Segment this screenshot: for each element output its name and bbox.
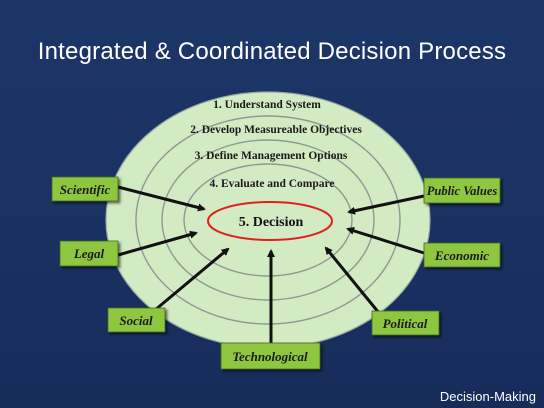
factor-box-economic: Economic xyxy=(423,242,501,268)
ring-4 xyxy=(183,163,353,277)
factor-label-scientific: Scientific xyxy=(60,182,111,197)
ring-label-understand: 1. Understand System xyxy=(213,99,321,111)
ring-label-objectives: 2. Develop Measureable Objectives xyxy=(190,124,362,136)
factor-box-political: Political xyxy=(371,310,440,336)
factor-box-public-values: Public Values xyxy=(423,177,501,204)
arrow-legal xyxy=(117,230,198,257)
arrow-political xyxy=(324,246,381,314)
factor-box-technological: Technological xyxy=(220,342,321,370)
ring-label-evaluate: 4. Evaluate and Compare xyxy=(209,178,334,190)
factor-box-scientific: Scientific xyxy=(51,176,119,202)
factor-label-economic: Economic xyxy=(434,248,489,263)
decision-label: 5. Decision xyxy=(239,215,304,230)
arrow-public-values xyxy=(347,194,425,215)
arrow-scientific xyxy=(117,185,206,212)
ring-2 xyxy=(135,115,401,325)
factor-box-legal: Legal xyxy=(59,240,119,267)
factor-label-social: Social xyxy=(119,313,153,328)
factor-label-legal: Legal xyxy=(73,246,105,261)
slide-title: Integrated & Coordinated Decision Proces… xyxy=(37,38,507,65)
arrow-social xyxy=(154,247,230,312)
factor-label-technological: Technological xyxy=(232,349,308,364)
slide-footer: Decision-Making xyxy=(439,389,536,404)
arrow-economic xyxy=(346,226,425,255)
ring-label-options: 3. Define Management Options xyxy=(195,150,348,162)
factor-label-political: Political xyxy=(383,316,428,331)
ring-3 xyxy=(161,139,375,301)
decision-ellipse xyxy=(207,201,333,241)
factor-label-public-values: Public Values xyxy=(427,184,498,198)
factor-box-social: Social xyxy=(107,307,166,333)
